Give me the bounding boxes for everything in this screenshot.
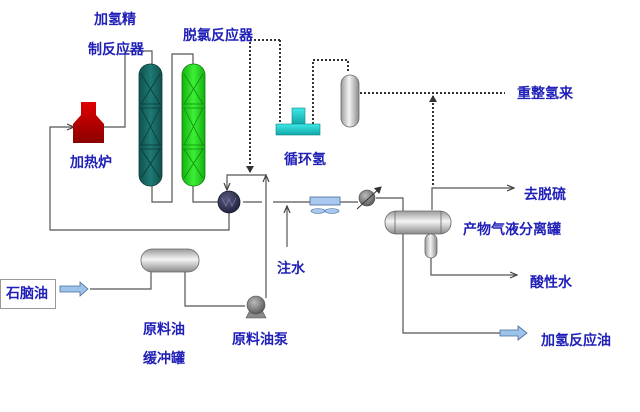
recycle-compressor bbox=[275, 107, 321, 136]
separator-label: 产物气液分离罐 bbox=[463, 222, 561, 238]
reformer-h2-label: 重整氢来 bbox=[517, 86, 573, 102]
line-feed-to-tank bbox=[90, 272, 152, 290]
line-product bbox=[402, 234, 500, 334]
line-sour-water bbox=[430, 257, 517, 275]
line-mix-top bbox=[227, 174, 266, 190]
furnace-label: 加热炉 bbox=[70, 155, 112, 171]
feed-pump bbox=[245, 295, 267, 319]
feed-effluent-exchanger bbox=[217, 190, 241, 214]
process-lines bbox=[49, 50, 517, 334]
product-label: 加氢反应油 bbox=[541, 333, 611, 349]
recycle-h2-label: 循环氢 bbox=[284, 152, 326, 168]
line-furnace-to-reactor bbox=[104, 50, 153, 128]
deoxy-reactor-label: 脱氯反应器 bbox=[183, 28, 253, 44]
sour-water-label: 酸性水 bbox=[530, 275, 572, 291]
water-injection-label: 注水 bbox=[277, 261, 305, 277]
line-reactor-to-deoxy bbox=[151, 53, 194, 203]
dechlorination-reactor bbox=[181, 63, 206, 187]
product-separator bbox=[384, 210, 452, 259]
buffer-tank-label-2: 缓冲罐 bbox=[143, 351, 185, 367]
hydrogen-knockout-drum bbox=[340, 74, 360, 128]
trim-cooler bbox=[356, 186, 382, 210]
line-trim-to-separator bbox=[376, 197, 404, 211]
buffer-tank-label-1: 原料油 bbox=[143, 322, 185, 338]
feed-pump-label: 原料油泵 bbox=[232, 332, 288, 348]
to-desulfur-label: 去脱硫 bbox=[524, 187, 566, 203]
line-exchanger-to-furnace bbox=[49, 127, 230, 231]
hydro-reactor-label-1: 加氢精 bbox=[94, 12, 136, 28]
hydrotreating-reactor bbox=[138, 63, 163, 187]
heating-furnace bbox=[73, 102, 104, 143]
hydrogen-lines bbox=[246, 39, 505, 185]
air-cooler bbox=[309, 196, 341, 214]
hydro-reactor-label-2: 制反应器 bbox=[88, 42, 144, 58]
feed-inlet-arrow bbox=[59, 281, 89, 297]
line-separator-gas bbox=[431, 188, 514, 210]
line-recycle-to-exchanger bbox=[246, 39, 280, 173]
line-compressor-to-drum bbox=[312, 59, 349, 124]
line-deoxy-to-exchanger bbox=[192, 186, 219, 203]
feed-source-box: 石脑油 bbox=[0, 279, 56, 309]
line-tank-to-pump bbox=[184, 272, 245, 307]
product-outlet-arrow bbox=[499, 325, 528, 341]
feed-label: 石脑油 bbox=[6, 286, 48, 302]
feed-buffer-tank bbox=[140, 248, 200, 273]
